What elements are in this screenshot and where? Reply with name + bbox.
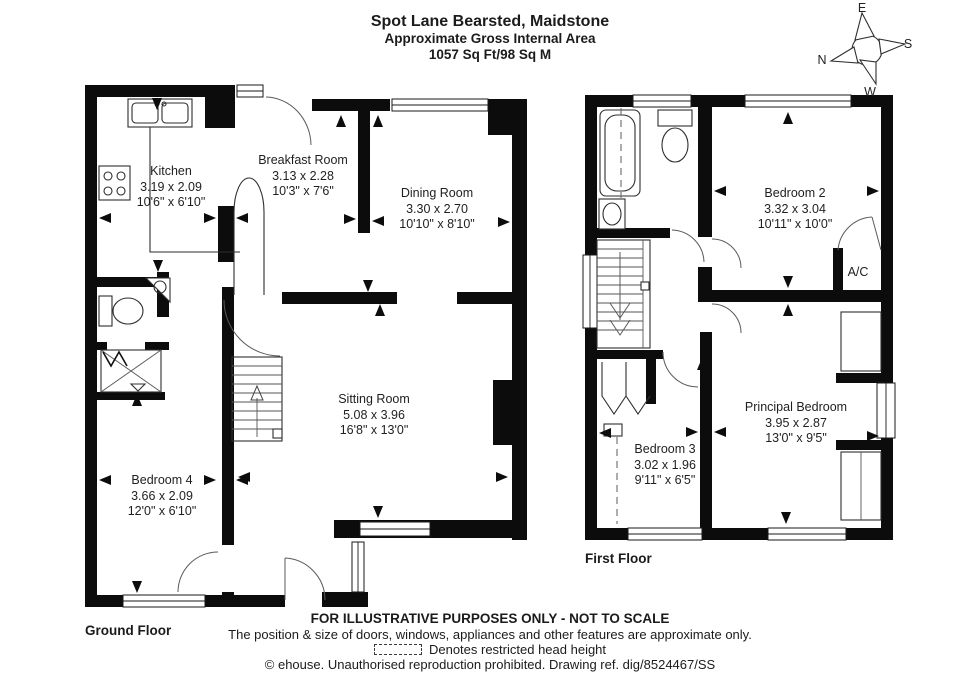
compass-north-label: N [817,53,827,67]
footer-legend: Denotes restricted head height [0,642,980,657]
ground-floor-label: Ground Floor [85,623,172,638]
room-label-bedroom2: Bedroom 2 3.32 x 3.04 10'11" x 10'0" [757,186,833,231]
windows [122,84,489,608]
room-label-bedroom3: Bedroom 3 3.02 x 1.96 9'11" x 6'5" [634,442,696,487]
bedroom3-door-arc [662,351,699,388]
principal-door-arc [711,303,742,334]
toilet-icon [98,295,144,327]
basin-icon [598,198,626,230]
header: Spot Lane Bearsted, Maidstone Approximat… [0,13,980,63]
compass-east-label: E [857,1,867,15]
compass-icon [829,11,907,86]
room-label-kitchen: Kitchen 3.19 x 2.09 10'6" x 6'10" [136,164,206,209]
corner-basin-icon [144,277,171,304]
bath-icon [599,108,641,198]
bedroom4-door-arc [177,551,219,593]
footer-copyright: © ehouse. Unauthorised reproduction proh… [264,657,716,672]
arch-detail [233,177,265,295]
hob-icon [98,165,131,201]
restricted-head-height-key-icon [373,644,422,656]
door-arcs [662,216,882,388]
footer-disclaimer: FOR ILLUSTRATIVE PURPOSES ONLY - NOT TO … [310,611,670,626]
footer-approximate-note: The position & size of doors, windows, a… [228,627,752,642]
compass-west-label: W [864,85,876,99]
first-floor-label: First Floor [585,551,652,566]
sink-icon [127,98,193,128]
page-area: 1057 Sq Ft/98 Sq M [428,47,552,62]
door-arcs [177,96,326,601]
dimension-arrows [99,98,510,593]
stairs-icon [231,356,283,442]
page-title: Spot Lane Bearsted, Maidstone [370,13,610,30]
airing-cupboard-door-arc [837,216,873,251]
room-label-breakfast: Breakfast Room 3.13 x 2.28 10'3" x 7'6" [258,153,348,198]
first-floor-plan [582,94,896,541]
stairs-icon [596,239,651,349]
side-door-arc [265,96,312,146]
footer: FOR ILLUSTRATIVE PURPOSES ONLY - NOT TO … [0,611,980,672]
airing-cupboard-label: A/C [847,265,869,279]
room-label-dining: Dining Room 3.30 x 2.70 10'10" x 8'10" [399,186,475,231]
page-subtitle: Approximate Gross Internal Area [384,31,596,46]
room-label-principal: Principal Bedroom 3.95 x 2.87 13'0" x 9'… [744,400,848,445]
shower-icon [100,349,162,393]
room-label-bedroom4: Bedroom 4 3.66 x 2.09 12'0" x 6'10" [127,473,197,518]
kitchen-counter-line [149,127,240,253]
compass-south-label: S [903,37,913,51]
dimension-arrows [599,112,879,524]
room-label-sitting: Sitting Room 5.08 x 3.96 16'8" x 13'0" [338,392,410,437]
toilet-icon [657,109,693,163]
windows [582,94,896,541]
wardrobe-recesses [840,311,882,521]
bedroom2-door-arc [711,238,742,269]
walls [85,85,527,607]
bathroom-door-arc [671,229,705,263]
under-stairs-cupboard [601,362,651,437]
sitting-door-arc [223,299,281,357]
ground-floor-plan [85,84,527,608]
front-door-arc [284,557,326,601]
